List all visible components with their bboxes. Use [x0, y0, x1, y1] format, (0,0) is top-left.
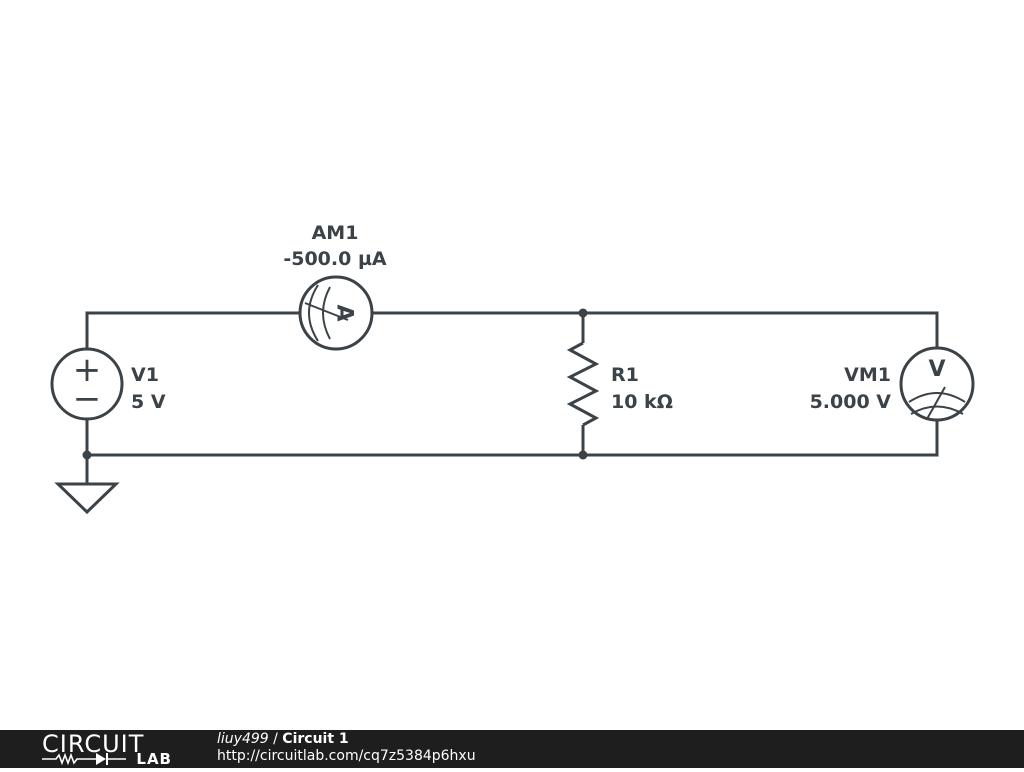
wire-bottom	[85, 419, 939, 457]
author-title-line: liuy499 / Circuit 1	[217, 731, 476, 748]
logo-lab-text: LAB	[136, 750, 172, 768]
voltmeter-needle	[926, 386, 946, 420]
vm1-name-label: VM1	[844, 364, 891, 386]
logo-bottom: LAB	[42, 750, 182, 768]
voltmeter-vm1[interactable]: V	[899, 346, 975, 422]
junction-node-bottom-right	[578, 450, 588, 460]
junction-node-top	[578, 308, 588, 318]
footer-bar: CIRCUIT LAB liuy499 / Circuit 1 http://c…	[0, 730, 1024, 768]
logo-circuit-text: CIRCUIT	[42, 730, 145, 758]
author-link[interactable]: liuy499	[217, 731, 269, 747]
circuit-meta: liuy499 / Circuit 1 http://circuitlab.co…	[217, 731, 476, 765]
resistor-r1[interactable]	[566, 341, 600, 427]
voltage-source-v1[interactable]: + −	[50, 347, 124, 421]
r1-value-label: 10 kΩ	[611, 391, 673, 413]
v1-name-label: V1	[131, 364, 159, 386]
ammeter-scale-arc-outer	[308, 284, 319, 342]
voltmeter-symbol: V	[928, 357, 945, 382]
am1-value-label: -500.0 µA	[283, 248, 387, 270]
ammeter-needle	[304, 302, 349, 321]
ammeter-scale-arc-inner	[322, 286, 331, 340]
circuit-title: Circuit 1	[282, 731, 349, 747]
ammeter-symbol: A	[332, 304, 357, 321]
separator: /	[268, 731, 283, 747]
vm1-value-label: 5.000 V	[810, 391, 892, 413]
voltmeter-scale-arc-inner	[910, 405, 964, 415]
wire-top-right	[372, 311, 939, 349]
circuitlab-logo[interactable]: CIRCUIT LAB	[42, 730, 182, 768]
v1-value-label: 5 V	[131, 391, 166, 413]
logo-waveform-icon	[42, 752, 126, 766]
minus-sign: −	[73, 379, 102, 419]
voltmeter-scale-arc-outer	[908, 392, 966, 403]
plus-sign: +	[73, 350, 102, 390]
ammeter-am1[interactable]: A	[298, 275, 374, 351]
wire-top-left	[85, 311, 299, 349]
am1-name-label: AM1	[312, 222, 359, 244]
r1-name-label: R1	[611, 364, 639, 386]
schematic-canvas: + − V1 5 V A AM1 -500.0 µA R1 10 kΩ V VM…	[50, 222, 975, 515]
ammeter-body	[298, 275, 374, 351]
junction-node-bottom-left	[82, 450, 92, 460]
wires	[85, 311, 939, 484]
ground-symbol[interactable]	[54, 482, 120, 515]
circuit-url[interactable]: http://circuitlab.com/cq7z5384p6hxu	[217, 748, 476, 764]
voltage-source-body	[50, 347, 124, 421]
voltmeter-body	[899, 346, 975, 422]
